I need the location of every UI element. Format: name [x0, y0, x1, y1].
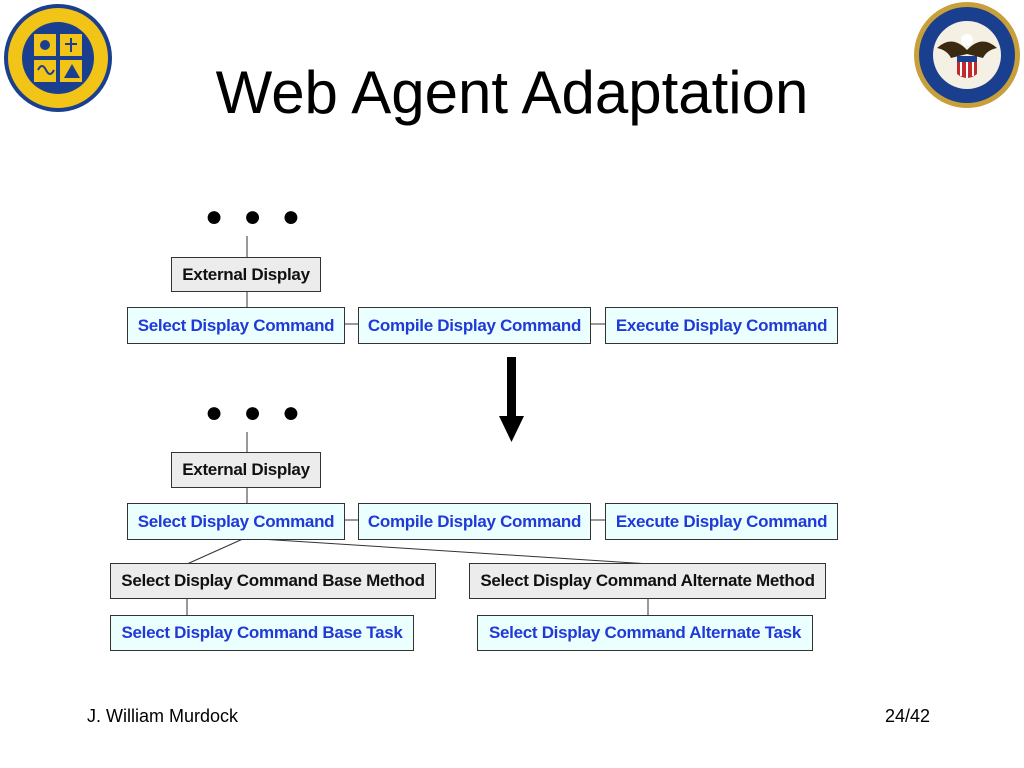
execute-display-command-top: Execute Display Command	[605, 307, 838, 344]
down-arrow-icon	[499, 357, 524, 442]
compile-display-command-top: Compile Display Command	[358, 307, 591, 344]
select-display-command-bottom: Select Display Command	[127, 503, 345, 540]
naval-research-laboratory-seal-icon	[4, 4, 112, 112]
ellipsis-bottom: ● ● ●	[205, 396, 307, 429]
external-display-top: External Display	[171, 257, 321, 292]
department-of-the-navy-seal-icon	[914, 2, 1020, 108]
execute-display-command-bottom: Execute Display Command	[605, 503, 838, 540]
footer-author: J. William Murdock	[87, 706, 239, 726]
compile-display-command-bottom: Compile Display Command	[358, 503, 591, 540]
footer-page-number: 24/42	[885, 706, 931, 726]
select-display-command-base-task: Select Display Command Base Task	[110, 615, 414, 651]
select-display-command-top: Select Display Command	[127, 307, 345, 344]
ellipsis-top: ● ● ●	[205, 200, 307, 233]
select-display-command-base-method: Select Display Command Base Method	[110, 563, 436, 599]
select-display-command-alternate-task: Select Display Command Alternate Task	[477, 615, 813, 651]
external-display-bottom: External Display	[171, 452, 321, 488]
slide-title: Web Agent Adaptation	[215, 59, 809, 126]
select-display-command-alternate-method: Select Display Command Alternate Method	[469, 563, 826, 599]
